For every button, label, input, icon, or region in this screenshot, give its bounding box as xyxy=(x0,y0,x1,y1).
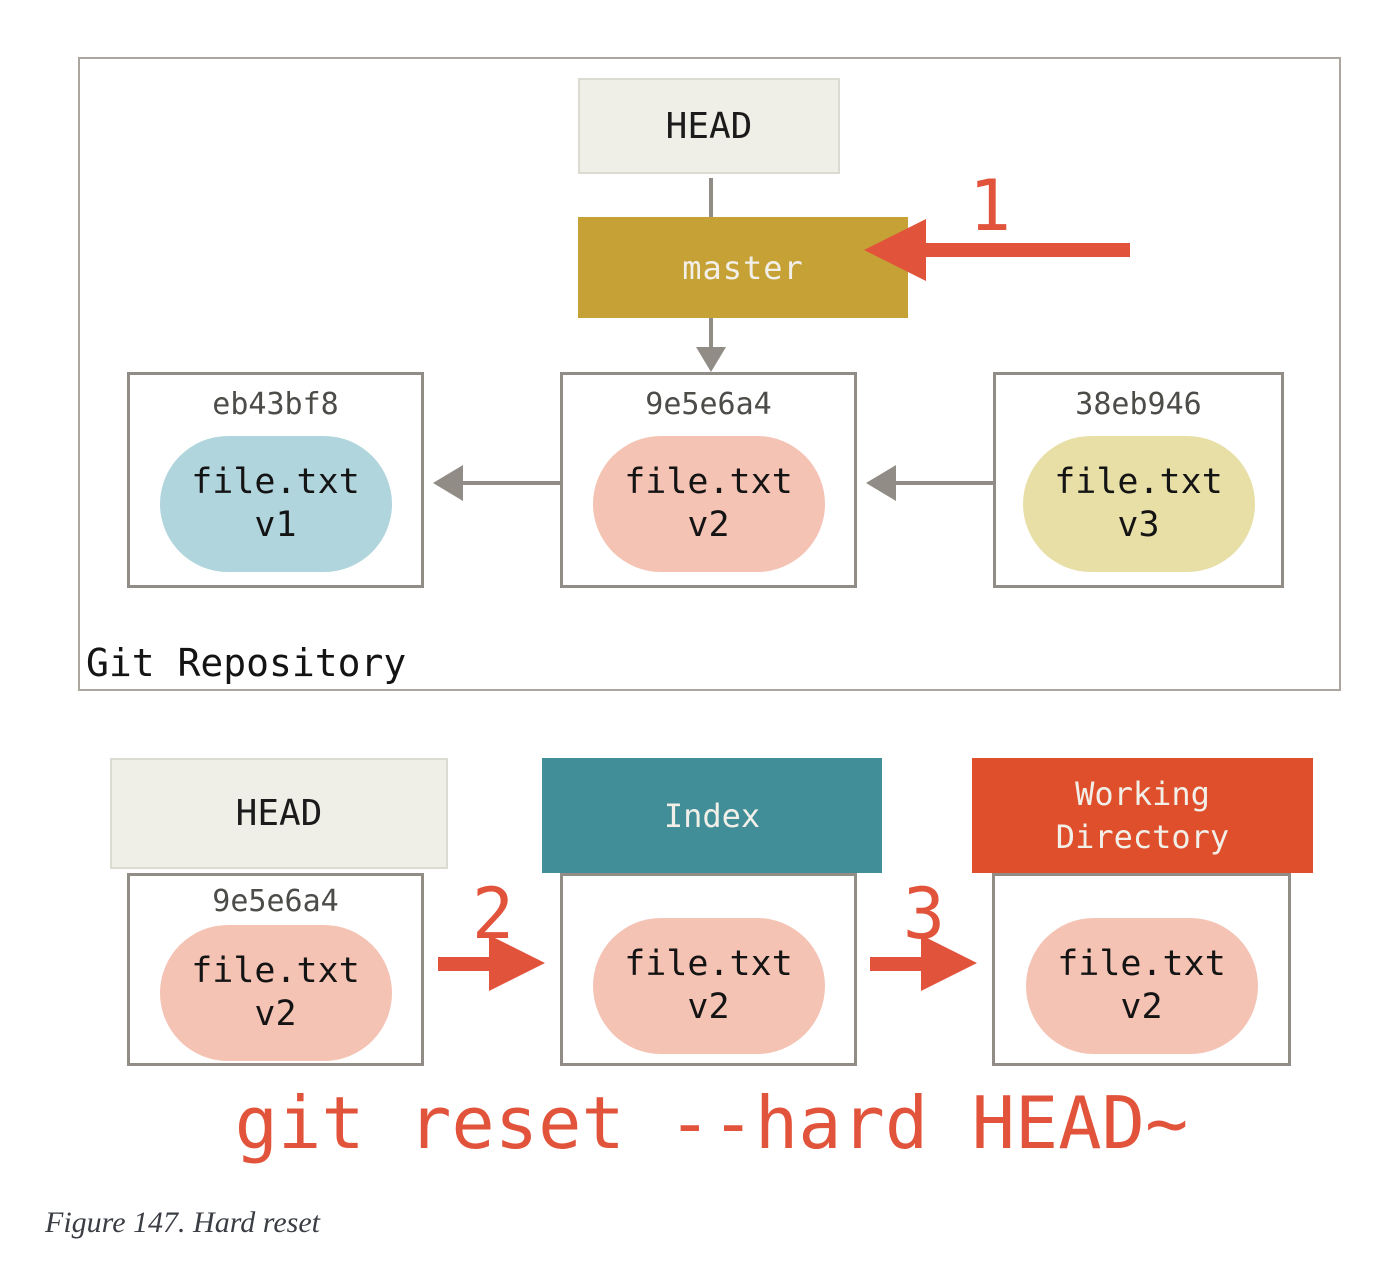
file-blob-v1: file.txt v1 xyxy=(159,436,392,572)
head-file-blob: file.txt v2 xyxy=(159,925,392,1061)
parent-arrow-shaft xyxy=(895,481,993,485)
working-directory-area-header: Working Directory xyxy=(972,758,1313,873)
step1-arrow-shaft xyxy=(926,243,1130,257)
head-area-header: HEAD xyxy=(110,758,448,869)
working-directory-file-blob: file.txt v2 xyxy=(1025,918,1258,1054)
head-to-master-line xyxy=(709,178,713,217)
file-name: file.txt xyxy=(1057,944,1226,985)
step-1-label: 1 xyxy=(968,165,1012,247)
head-area-label: HEAD xyxy=(235,793,323,834)
file-name: file.txt xyxy=(624,462,793,503)
file-version: v2 xyxy=(254,994,297,1034)
head-ref-box: HEAD xyxy=(578,78,840,174)
step3-arrow-right-icon xyxy=(921,935,977,991)
index-area-body: file.txt v2 xyxy=(560,873,857,1066)
index-area-header: Index xyxy=(542,758,882,873)
git-command-text: git reset --hard HEAD~ xyxy=(234,1081,1189,1165)
file-blob-v2: file.txt v2 xyxy=(592,436,825,572)
head-commit-hash: 9e5e6a4 xyxy=(212,884,339,919)
working-directory-area-body: file.txt v2 xyxy=(992,873,1291,1066)
step3-arrow-shaft xyxy=(870,957,922,971)
file-name: file.txt xyxy=(624,944,793,985)
file-version: v2 xyxy=(687,987,730,1027)
parent-arrow-shaft xyxy=(462,481,560,485)
index-area-label: Index xyxy=(663,796,761,835)
commit-box-38eb946: 38eb946 file.txt v3 xyxy=(993,372,1284,588)
head-area-body: 9e5e6a4 file.txt v2 xyxy=(127,873,424,1066)
file-name: file.txt xyxy=(191,462,360,503)
file-version: v2 xyxy=(1120,987,1163,1027)
head-ref-label: HEAD xyxy=(665,105,753,147)
step-2-label: 2 xyxy=(471,873,515,955)
file-name: file.txt xyxy=(1054,462,1223,503)
commit-hash: 9e5e6a4 xyxy=(645,387,772,422)
file-version: v3 xyxy=(1117,505,1160,545)
master-branch-box: master xyxy=(578,217,908,318)
step2-arrow-shaft xyxy=(438,957,490,971)
working-directory-area-label: Working Directory xyxy=(1055,775,1230,856)
commit-hash: 38eb946 xyxy=(1075,387,1202,422)
step2-arrow-right-icon xyxy=(489,935,545,991)
index-file-blob: file.txt v2 xyxy=(592,918,825,1054)
file-blob-v3: file.txt v3 xyxy=(1022,436,1255,572)
commit-box-eb43bf8: eb43bf8 file.txt v1 xyxy=(127,372,424,588)
master-to-commit-line xyxy=(709,318,713,350)
step-3-label: 3 xyxy=(902,873,946,955)
git-repository-label: Git Repository xyxy=(86,641,407,685)
parent-arrow-left-icon xyxy=(433,465,463,501)
figure-caption: Figure 147. Hard reset xyxy=(45,1206,320,1239)
file-version: v2 xyxy=(687,505,730,545)
master-branch-label: master xyxy=(682,248,804,287)
commit-box-9e5e6a4: 9e5e6a4 file.txt v2 xyxy=(560,372,857,588)
file-version: v1 xyxy=(254,505,297,545)
arrow-down-icon xyxy=(696,347,726,372)
parent-arrow-left-icon xyxy=(866,465,896,501)
step1-arrow-left-icon xyxy=(864,219,926,281)
file-name: file.txt xyxy=(191,951,360,992)
commit-hash: eb43bf8 xyxy=(212,387,339,422)
